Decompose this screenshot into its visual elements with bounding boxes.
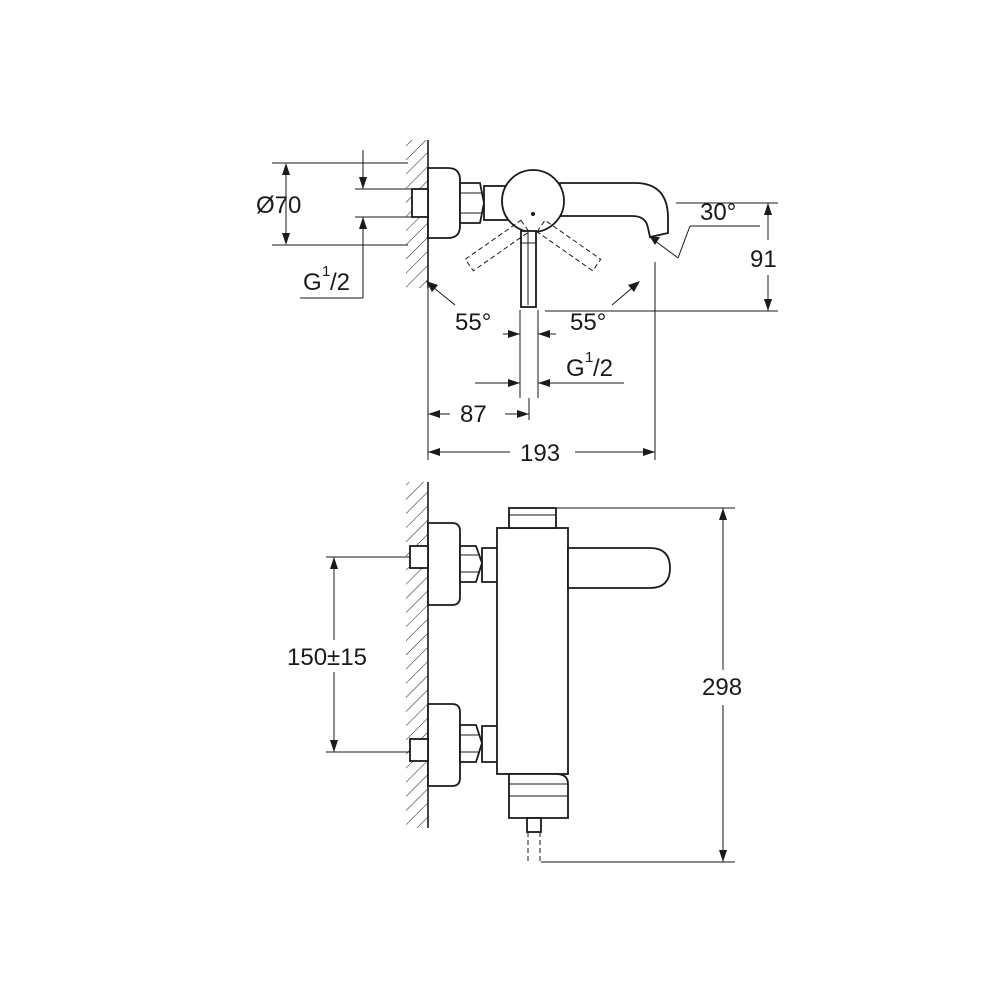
thread-label-bottom: G 1 /2 — [566, 349, 613, 382]
water-outlet-dashed — [527, 832, 541, 862]
handle-lever — [567, 547, 671, 589]
mixer-body-top — [501, 169, 565, 233]
mixer-body-column — [496, 527, 569, 775]
spacing-label: 150±15 — [287, 644, 367, 671]
flange-upper — [427, 522, 461, 606]
svg-text:G: G — [566, 355, 585, 382]
nut-upper — [459, 545, 483, 583]
stub-upper — [409, 545, 429, 569]
hex-nut-top — [459, 182, 485, 224]
thread-label-left: G 1 /2 — [303, 263, 350, 296]
height-91-label: 91 — [750, 246, 777, 273]
outlet-nozzle — [526, 817, 542, 833]
svg-text:G: G — [303, 269, 322, 296]
dim-193-label: 193 — [520, 440, 560, 467]
diameter-label: Ø70 — [256, 192, 301, 219]
stub-lower — [409, 738, 429, 762]
lever-swing-right — [536, 219, 602, 272]
wall-hatch-front — [406, 482, 428, 828]
lever-swing-left — [464, 219, 530, 272]
flange-top — [427, 167, 461, 239]
svg-text:/2: /2 — [593, 355, 613, 382]
height-298-label: 298 — [702, 674, 742, 701]
top-view: Ø70 G 1 /2 30° 91 55° 55° — [256, 140, 778, 467]
eccentric-stub-top — [411, 188, 429, 218]
nut-lower — [459, 724, 483, 763]
body-top-cap — [508, 507, 557, 529]
svg-text:1: 1 — [322, 263, 330, 280]
flange-lower — [427, 703, 461, 787]
svg-text:/2: /2 — [330, 269, 350, 296]
spout-top — [559, 182, 669, 239]
angle-right-label: 55° — [570, 309, 606, 336]
angle-left-label: 55° — [455, 309, 491, 336]
front-view: 150±15 298 — [287, 482, 742, 863]
dim-87-label: 87 — [460, 401, 487, 428]
svg-text:1: 1 — [585, 349, 593, 366]
